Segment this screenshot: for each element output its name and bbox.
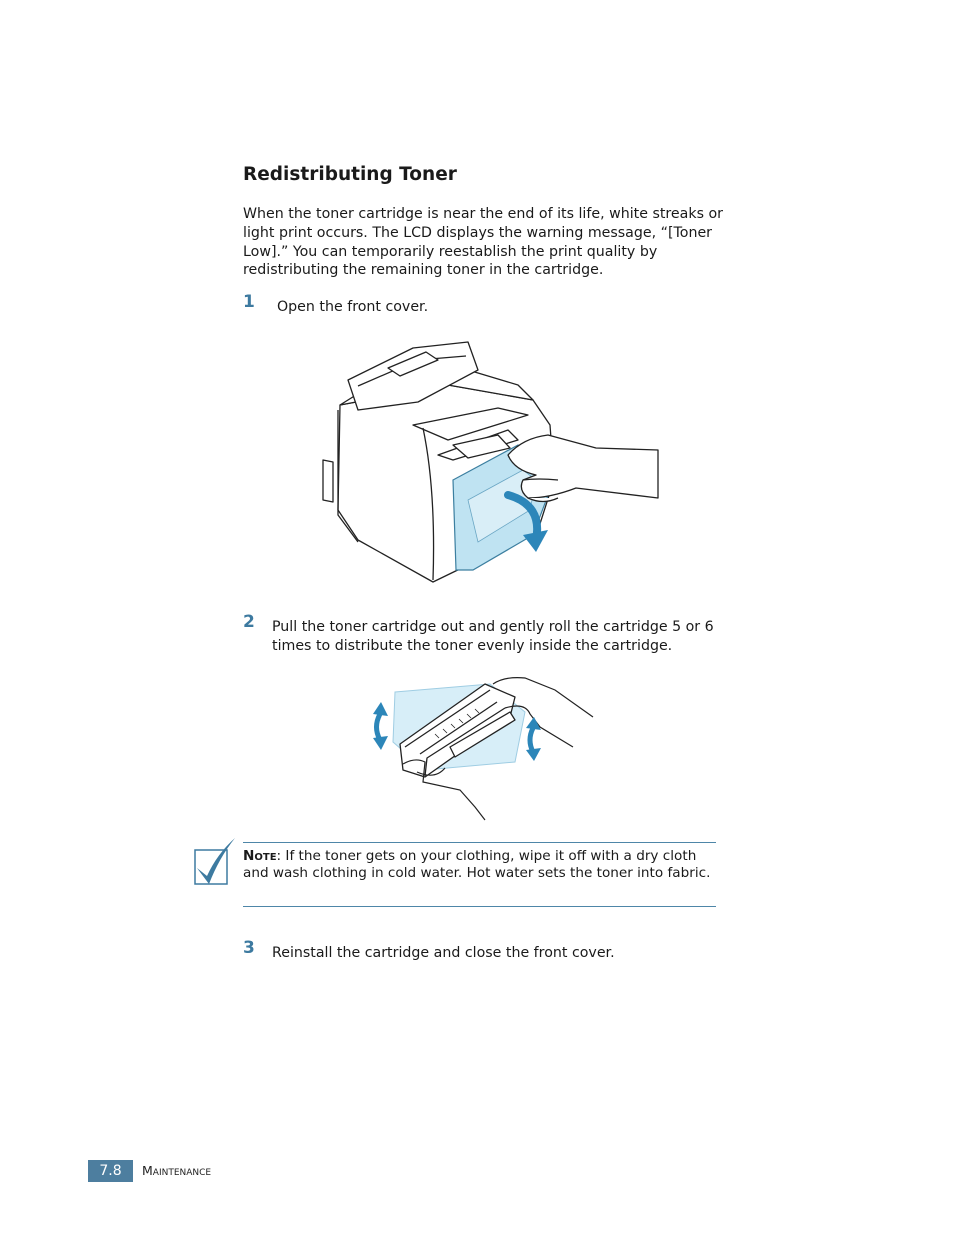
step-text: Open the front cover. xyxy=(277,299,429,315)
printer-open-cover-illustration xyxy=(322,341,659,583)
page-number: 7.8 xyxy=(88,1160,133,1182)
note-body: : If the toner gets on your clothing, wi… xyxy=(243,848,711,881)
intro-paragraph: When the toner cartridge is near the end… xyxy=(243,206,723,279)
step-1: 1 Open the front cover. xyxy=(243,293,723,317)
double-arrow-icon xyxy=(373,702,388,750)
step-text: Reinstall the cartridge and close the fr… xyxy=(272,945,615,961)
toner-cartridge-rolling-illustration xyxy=(373,677,594,821)
checkmark-note-icon xyxy=(194,838,235,885)
step-2: 2 Pull the toner cartridge out and gentl… xyxy=(243,613,723,656)
section-title: Redistributing Toner xyxy=(243,164,457,185)
note-text: Note: If the toner gets on your clothing… xyxy=(243,848,716,882)
note-label: Note xyxy=(243,848,277,864)
footer-section-name: Maintenance xyxy=(142,1163,212,1178)
step-text: Pull the toner cartridge out and gently … xyxy=(272,619,714,654)
step-3: 3 Reinstall the cartridge and close the … xyxy=(243,939,723,963)
step-number: 2 xyxy=(243,612,255,632)
note-box: Note: If the toner gets on your clothing… xyxy=(243,842,716,907)
step-number: 3 xyxy=(243,938,255,958)
step-number: 1 xyxy=(243,292,255,312)
